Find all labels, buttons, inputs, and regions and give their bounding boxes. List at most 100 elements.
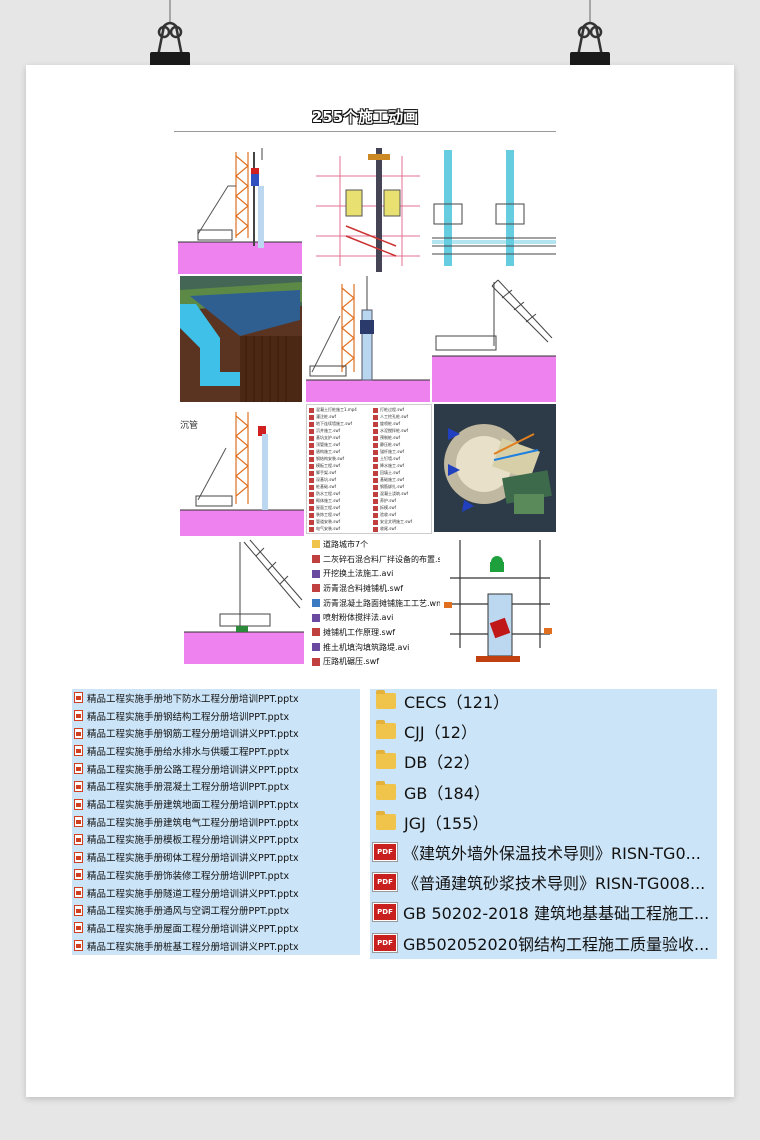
- pptx-file-icon: [74, 887, 83, 899]
- list-item[interactable]: 土钉墙.swf: [373, 456, 400, 463]
- list-item[interactable]: 压路机碾压.swf: [312, 655, 434, 670]
- file-name: 降水施工.swf: [380, 463, 405, 468]
- list-item[interactable]: 拆模.swf: [373, 505, 396, 512]
- list-item[interactable]: 装饰工程.swf: [309, 512, 340, 519]
- file-name: 锚杆施工.swf: [380, 449, 405, 454]
- list-item[interactable]: 收尾.swf: [373, 526, 396, 533]
- file-name: JGJ（155）: [404, 813, 489, 833]
- file-name: 精品工程实施手册建筑电气工程分册培训PPT.pptx: [87, 817, 299, 829]
- pptx-file-icon: [74, 763, 83, 775]
- folder-file-icon: [312, 540, 320, 549]
- list-item[interactable]: 顶管施工.swf: [309, 442, 340, 449]
- list-item[interactable]: 旋喷桩.swf: [373, 421, 400, 428]
- swf-file-icon: [312, 657, 320, 666]
- folder-row[interactable]: GB（184）: [370, 777, 717, 807]
- pptx-file-row[interactable]: 精品工程实施手册建筑电气工程分册培训PPT.pptx: [72, 813, 360, 831]
- list-item[interactable]: 管道安装.swf: [309, 519, 340, 526]
- pptx-file-row[interactable]: 精品工程实施手册隧道工程分册培训讲义PPT.pptx: [72, 884, 360, 902]
- pptx-file-icon: [74, 940, 83, 952]
- pptx-file-row[interactable]: 精品工程实施手册建筑地面工程分册培训PPT.pptx: [72, 795, 360, 813]
- swf-file-icon: [309, 505, 314, 511]
- swf-file-icon: [309, 414, 314, 420]
- list-item[interactable]: 沉井施工.swf: [309, 428, 340, 435]
- list-item[interactable]: 砌体施工.swf: [309, 498, 340, 505]
- folder-row[interactable]: DB（22）: [370, 746, 717, 776]
- list-item[interactable]: 灌注桩.swf: [309, 414, 336, 421]
- file-name: 精品工程实施手册钢筋工程分册培训讲义PPT.pptx: [87, 729, 299, 741]
- list-item[interactable]: 钢结构安装.swf: [309, 456, 344, 463]
- list-item[interactable]: 混凝土打桩施工1.mp4: [309, 407, 357, 414]
- list-item[interactable]: 脚手架.swf: [309, 470, 336, 477]
- list-item[interactable]: 模板工程.swf: [309, 463, 340, 470]
- list-item[interactable]: 推土机填沟填筑路堤.avi: [312, 640, 434, 655]
- list-item[interactable]: 沥青混凝土路面摊铺施工工艺.wmv: [312, 596, 449, 611]
- swf-file-icon: [309, 442, 314, 448]
- pdf-file-row[interactable]: PDF《普通建筑砂浆技术导则》RISN-TG008...: [370, 867, 717, 897]
- list-item[interactable]: 混凝土浇筑.swf: [373, 491, 408, 498]
- file-name: 装饰工程.swf: [316, 512, 341, 517]
- folder-icon: [376, 750, 396, 770]
- folder-row[interactable]: CECS（121）: [370, 686, 717, 716]
- pptx-file-row[interactable]: 精品工程实施手册砌体工程分册培训讲义PPT.pptx: [72, 848, 360, 866]
- list-item[interactable]: 二灰碎石混合料厂拌设备的布置.swf: [312, 552, 451, 567]
- file-name: 精品工程实施手册模板工程分册培训讲义PPT.pptx: [87, 835, 299, 847]
- list-item[interactable]: 验收.swf: [373, 512, 396, 519]
- list-item[interactable]: 屋面工程.swf: [309, 505, 340, 512]
- pptx-file-row[interactable]: 精品工程实施手册饰装修工程分册培训PPT.pptx: [72, 866, 360, 884]
- folder-row[interactable]: JGJ（155）: [370, 807, 717, 837]
- list-item[interactable]: 预制桩.swf: [373, 435, 400, 442]
- pptx-file-row[interactable]: 精品工程实施手册钢筋工程分册培训讲义PPT.pptx: [72, 724, 360, 742]
- list-item[interactable]: 摊铺机工作原理.swf: [312, 625, 434, 640]
- list-item[interactable]: 深基坑.swf: [309, 477, 336, 484]
- list-item[interactable]: 防水工程.swf: [309, 491, 340, 498]
- list-item[interactable]: 打桩过程.swf: [373, 407, 404, 414]
- pdf-file-row[interactable]: PDF《建筑外墙外保温技术导则》RISN-TG0...: [370, 837, 717, 867]
- file-name: 推土机填沟填筑路堤.avi: [323, 642, 410, 652]
- file-name: 模板工程.swf: [316, 463, 341, 468]
- pptx-file-row[interactable]: 精品工程实施手册地下防水工程分册培训PPT.pptx: [72, 689, 360, 707]
- pptx-file-row[interactable]: 精品工程实施手册模板工程分册培训讲义PPT.pptx: [72, 831, 360, 849]
- list-item[interactable]: 钢筋绑扎.swf: [373, 484, 404, 491]
- swf-file-icon: [312, 555, 320, 564]
- pptx-file-row[interactable]: 精品工程实施手册屋面工程分册培训讲义PPT.pptx: [72, 919, 360, 937]
- list-item[interactable]: 地下连续墙施工.swf: [309, 421, 352, 428]
- file-name: 精品工程实施手册砌体工程分册培训讲义PPT.pptx: [87, 853, 299, 865]
- file-name: 摊铺机工作原理.swf: [323, 627, 396, 637]
- list-item[interactable]: 安全文明施工.swf: [373, 519, 412, 526]
- pptx-file-row[interactable]: 精品工程实施手册钢结构工程分册培训PPT.pptx: [72, 707, 360, 725]
- list-item[interactable]: 人工挖孔桩.swf: [373, 414, 408, 421]
- list-item[interactable]: 基坑支护.swf: [309, 435, 340, 442]
- swf-file-icon: [373, 407, 378, 413]
- list-item[interactable]: 降水施工.swf: [373, 463, 404, 470]
- list-item[interactable]: 盾构施工.swf: [309, 449, 340, 456]
- swf-file-icon: [309, 456, 314, 462]
- pptx-file-icon: [74, 922, 83, 934]
- basement-waterproofing-thumbnail: [180, 276, 302, 402]
- list-item[interactable]: 水泥搅拌桩.swf: [373, 428, 408, 435]
- pptx-file-row[interactable]: 精品工程实施手册桩基工程分册培训讲义PPT.pptx: [72, 937, 360, 955]
- list-item[interactable]: 电气安装.swf: [309, 526, 340, 533]
- file-name: GB（184）: [404, 783, 490, 803]
- list-item[interactable]: 回填土.swf: [373, 470, 400, 477]
- list-item[interactable]: 养护.swf: [373, 498, 396, 505]
- list-item[interactable]: 道路城市7个: [312, 537, 434, 552]
- file-name: 顶管施工.swf: [316, 442, 341, 447]
- list-item[interactable]: 基础施工.swf: [373, 477, 404, 484]
- pptx-file-row[interactable]: 精品工程实施手册给水排水与供暖工程PPT.pptx: [72, 742, 360, 760]
- list-item[interactable]: 桩基础.swf: [309, 484, 336, 491]
- list-item[interactable]: 沥青混合料摊铺机.swf: [312, 581, 434, 596]
- file-name: 道路城市7个: [323, 539, 369, 549]
- list-item[interactable]: 开挖换土法施工.avi: [312, 566, 434, 581]
- file-name: 《普通建筑砂浆技术导则》RISN-TG008...: [403, 874, 706, 894]
- list-item[interactable]: 喷射粉体搅拌法.avi: [312, 610, 434, 625]
- folder-row[interactable]: CJJ（12）: [370, 716, 717, 746]
- list-item[interactable]: 静压桩.swf: [373, 442, 400, 449]
- list-item[interactable]: 锚杆施工.swf: [373, 449, 404, 456]
- pptx-file-row[interactable]: 精品工程实施手册公路工程分册培训讲义PPT.pptx: [72, 760, 360, 778]
- file-name: 土钉墙.swf: [380, 456, 401, 461]
- pptx-file-row[interactable]: 精品工程实施手册混凝土工程分册培训PPT.pptx: [72, 778, 360, 796]
- pptx-file-row[interactable]: 精品工程实施手册通风与空调工程分册PPT.pptx: [72, 901, 360, 919]
